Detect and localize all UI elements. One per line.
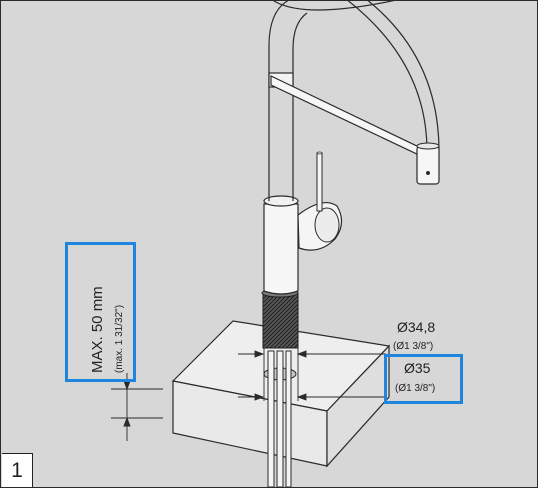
faucet-diameter-label: Ø34,8: [397, 319, 435, 335]
diameter-dimension-lines: [238, 348, 386, 401]
spray-head: [416, 142, 440, 185]
faucet-body: [263, 151, 343, 295]
faucet-diameter-imperial-label: (Ø1 3/8"): [393, 341, 433, 352]
spout: [268, 1, 440, 201]
hole-diameter-imperial-label: (Ø1 3/8"): [395, 383, 435, 394]
max-height-imperial-label: (max. 1 31/32"): [114, 305, 125, 373]
hole-diameter-highlight: [384, 354, 463, 404]
supply-hoses: [267, 350, 292, 487]
max-height-label: MAX. 50 mm: [89, 286, 106, 373]
height-dimension-lines: [111, 373, 163, 441]
hole-diameter-label: Ø35: [404, 360, 431, 376]
max-height-highlight: [65, 242, 136, 382]
step-number-badge: 1: [2, 453, 33, 487]
threaded-shank: [262, 292, 299, 349]
